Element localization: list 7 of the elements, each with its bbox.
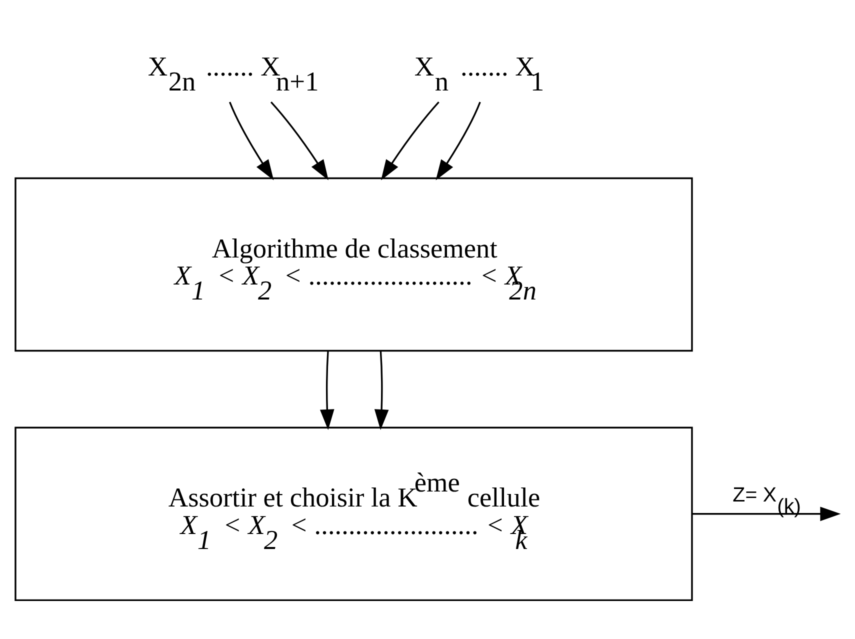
arrow (320, 350, 334, 430)
arrow (374, 350, 389, 430)
arrow (270, 100, 328, 180)
arrow (228, 101, 274, 180)
arrow (692, 506, 841, 521)
arrow (381, 100, 440, 180)
arrow (436, 101, 481, 180)
